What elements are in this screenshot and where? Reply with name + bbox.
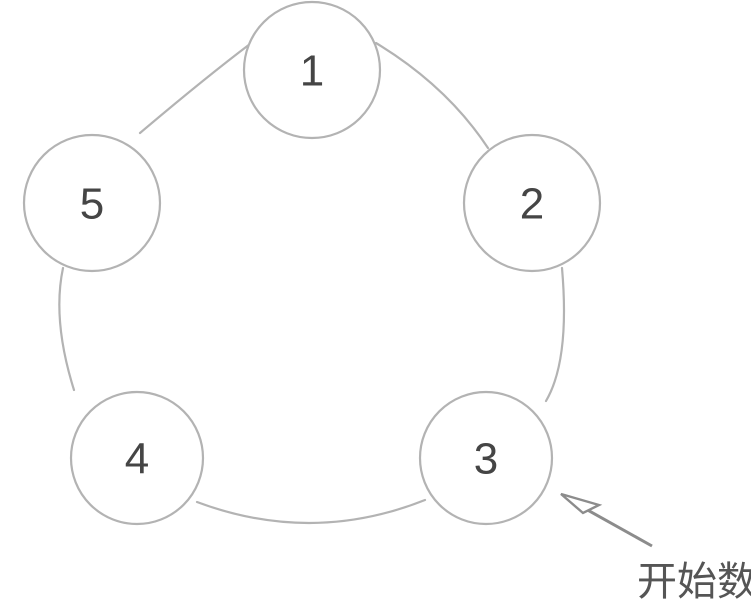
node-4-circle[interactable]	[69, 390, 205, 526]
node-5-circle[interactable]	[22, 133, 162, 273]
node-2-label: 2	[520, 180, 544, 229]
arrow-head-icon	[560, 492, 603, 515]
node-3[interactable]: 3	[418, 390, 554, 526]
start-annotation-group: 开始数	[560, 492, 751, 603]
start-annotation-label: 开始数	[637, 560, 751, 603]
edge-group	[58, 41, 566, 525]
node-4-label: 4	[125, 435, 149, 484]
node-1-circle[interactable]	[242, 0, 382, 140]
node-1[interactable]: 1	[242, 0, 382, 140]
node-5[interactable]: 5	[22, 133, 162, 273]
node-3-label: 3	[474, 435, 498, 484]
node-3-circle[interactable]	[418, 390, 554, 526]
edge-2-to-3	[544, 266, 566, 403]
edge-5-to-1	[138, 42, 252, 135]
node-1-label: 1	[300, 47, 324, 96]
edge-1-to-2	[374, 41, 490, 150]
edge-3-to-4	[195, 498, 427, 525]
node-2-circle[interactable]	[462, 133, 602, 273]
node-2[interactable]: 2	[462, 133, 602, 273]
node-4[interactable]: 4	[69, 390, 205, 526]
edge-4-to-5	[58, 266, 76, 392]
node-5-label: 5	[80, 180, 104, 229]
